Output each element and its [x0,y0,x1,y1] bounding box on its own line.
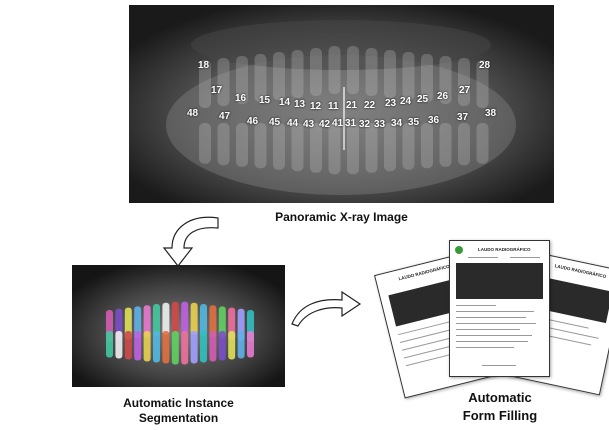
form-title-left: LAUDO RADIOGRÁFICO [398,264,450,282]
segmented-tooth-lower [181,331,188,365]
upper-tooth-label-24: 24 [400,96,411,107]
form-title-front: LAUDO RADIOGRÁFICO [478,247,531,252]
segmented-tooth-lower [162,331,169,364]
lower-tooth-label-46: 46 [247,116,258,127]
segmented-tooth-lower [228,331,235,360]
segmented-tooth-upper [162,303,169,335]
segmented-tooth-lower [247,331,254,358]
upper-tooth-label-13: 13 [294,99,305,110]
upper-tooth-label-17: 17 [211,85,222,96]
lower-tooth-label-41: 41 [332,118,343,129]
segmented-tooth-lower [238,331,245,359]
segmented-tooth-lower [209,331,216,362]
lower-tooth-label-32: 32 [359,119,370,130]
form-caption-line2: Form Filling [420,407,580,425]
form-page-front: LAUDO RADIOGRÁFICO [449,240,550,377]
form-caption-line1: Automatic [420,389,580,407]
lower-tooth-label-42: 42 [319,119,330,130]
segmented-tooth-lower [153,331,160,363]
upper-tooth-label-14: 14 [279,97,290,108]
form-title-right: LAUDO RADIOGRÁFICO [554,263,606,279]
segmentation-caption-line1: Automatic Instance [72,396,285,411]
segmented-tooth-lower [115,331,122,359]
segmented-tooth-lower [106,331,113,358]
lower-tooth-label-38: 38 [485,108,496,119]
curved-arrow-down-icon [150,210,225,270]
upper-tooth-label-23: 23 [385,98,396,109]
segmented-tooth-upper [172,302,179,334]
lower-tooth-label-35: 35 [408,117,419,128]
upper-tooth-label-11: 11 [328,101,339,112]
lower-tooth-label-31: 31 [345,118,356,129]
segmented-tooth-lower [125,331,132,360]
lower-tooth-label-33: 33 [374,119,385,130]
upper-tooth-label-22: 22 [364,100,375,111]
lower-tooth-label-44: 44 [287,118,298,129]
lower-tooth-label-36: 36 [428,115,439,126]
segmented-tooth-lower [191,331,198,364]
lower-tooth-label-45: 45 [269,117,280,128]
segmentation-image [72,265,285,387]
panoramic-xray-graphic [129,5,554,203]
lower-tooth-label-34: 34 [391,118,402,129]
segmented-tooth-lower [144,331,151,362]
lower-tooth-label-43: 43 [303,119,314,130]
lower-tooth-label-37: 37 [457,112,468,123]
segmented-tooth-lower [200,331,207,363]
segmented-tooth-upper [181,302,188,334]
segmentation-caption-line2: Segmentation [72,411,285,426]
upper-tooth-label-26: 26 [437,91,448,102]
form-xray-thumbnail [456,263,543,299]
form-logo-icon [455,246,463,254]
upper-tooth-label-16: 16 [235,93,246,104]
segmented-tooth-lower [172,331,179,365]
segmented-tooth-upper [191,303,198,335]
panoramic-xray-image: 18 17 16 15 14 13 12 11 21 22 23 24 25 26 27 28 48 47 46 45… [129,5,554,203]
upper-tooth-label-18: 18 [198,60,209,71]
lower-tooth-label-47: 47 [219,111,230,122]
segmentation-graphic [72,265,285,387]
curved-arrow-right-icon [286,286,366,331]
upper-tooth-label-21: 21 [346,100,357,111]
segmented-tooth-lower [219,331,226,361]
upper-tooth-label-27: 27 [459,85,470,96]
upper-tooth-label-28: 28 [479,60,490,71]
lower-tooth-label-48: 48 [187,108,198,119]
segmentation-caption: Automatic Instance Segmentation [72,396,285,426]
upper-tooth-label-15: 15 [259,95,270,106]
upper-tooth-label-12: 12 [310,101,321,112]
segmented-tooth-lower [134,331,141,361]
upper-tooth-label-25: 25 [417,94,428,105]
form-caption: Automatic Form Filling [420,389,580,425]
